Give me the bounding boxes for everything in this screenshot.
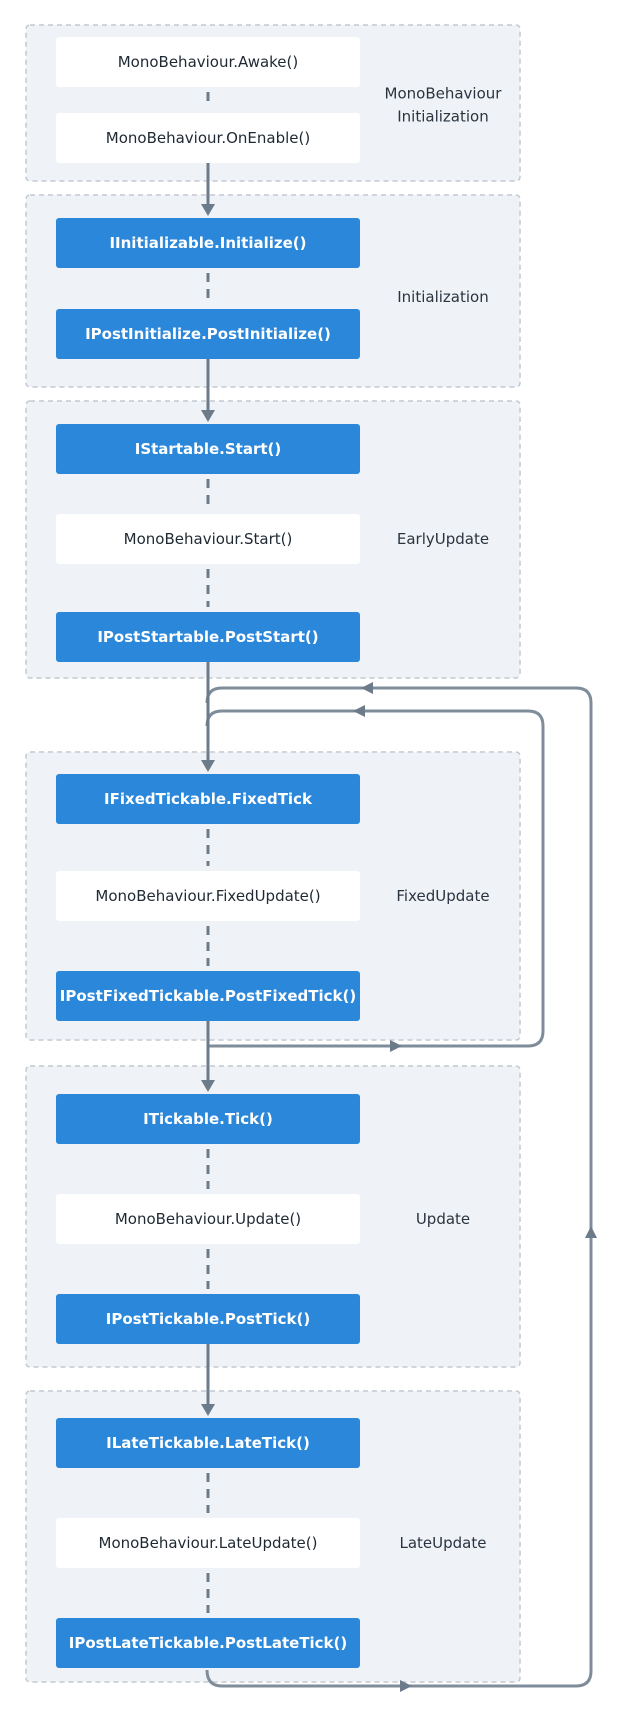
node-label: ITickable.Tick() xyxy=(143,1110,273,1128)
frame-loop-bottom-arrowhead xyxy=(400,1680,412,1692)
node-box xyxy=(56,1194,360,1244)
node-box xyxy=(56,218,360,268)
node-box xyxy=(56,1618,360,1668)
node-label: IPostTickable.PostTick() xyxy=(106,1310,310,1328)
node-box xyxy=(56,774,360,824)
node-monobehaviour-awake: MonoBehaviour.Awake() xyxy=(56,37,360,87)
node-box xyxy=(56,971,360,1021)
node-label: MonoBehaviour.Update() xyxy=(115,1210,301,1228)
node-label: IPostFixedTickable.PostFixedTick() xyxy=(60,987,356,1005)
node-label: IStartable.Start() xyxy=(135,440,282,458)
node-iinitializable-initialize: IInitializable.Initialize() xyxy=(56,218,360,268)
phase-label-update: Update xyxy=(416,1210,470,1228)
node-box xyxy=(56,1094,360,1144)
phase-label-monobehaviour-initialization-line2: Initialization xyxy=(397,108,488,126)
node-label: MonoBehaviour.Start() xyxy=(124,530,293,548)
phase-labels: MonoBehaviourInitializationInitializatio… xyxy=(385,85,503,1553)
node-monobehaviour-start: MonoBehaviour.Start() xyxy=(56,514,360,564)
fixed-loop-top-arrowhead xyxy=(353,705,365,717)
phase-label-fixedupdate: FixedUpdate xyxy=(396,887,489,905)
node-box xyxy=(56,1418,360,1468)
phase-label-initialization: Initialization xyxy=(397,288,488,306)
nodes: MonoBehaviour.Awake() MonoBehaviour.OnEna… xyxy=(56,37,360,1668)
node-label: IPostStartable.PostStart() xyxy=(97,628,318,646)
node-label: IFixedTickable.FixedTick xyxy=(104,790,313,808)
phase-arrowhead xyxy=(201,410,215,422)
node-box xyxy=(56,612,360,662)
phase-label-lateupdate: LateUpdate xyxy=(400,1534,487,1552)
node-monobehaviour-onenable: MonoBehaviour.OnEnable() xyxy=(56,113,360,163)
frame-loop-top-arrowhead xyxy=(361,682,373,694)
node-label: MonoBehaviour.LateUpdate() xyxy=(99,1534,318,1552)
phase-arrowhead xyxy=(201,1080,215,1092)
node-ipostfixedtickable-postfixedtick: IPostFixedTickable.PostFixedTick() xyxy=(56,971,360,1021)
frame-loop-right-arrowhead xyxy=(585,1226,597,1238)
node-monobehaviour-fixedupdate: MonoBehaviour.FixedUpdate() xyxy=(56,871,360,921)
node-istartable-start: IStartable.Start() xyxy=(56,424,360,474)
node-label: ILateTickable.LateTick() xyxy=(106,1434,310,1452)
node-ilatetickable-latetick: ILateTickable.LateTick() xyxy=(56,1418,360,1468)
phase-arrowhead xyxy=(201,204,215,216)
node-ipoststartable-poststart: IPostStartable.PostStart() xyxy=(56,612,360,662)
node-ifixedtickable-fixedtick: IFixedTickable.FixedTick xyxy=(56,774,360,824)
node-monobehaviour-lateupdate: MonoBehaviour.LateUpdate() xyxy=(56,1518,360,1568)
node-ipostlatetickable-postlatetick: IPostLateTickable.PostLateTick() xyxy=(56,1618,360,1668)
node-label: MonoBehaviour.FixedUpdate() xyxy=(95,887,320,905)
fixed-loop-bottom-arrowhead xyxy=(390,1040,402,1052)
frame-loop-arrow xyxy=(205,686,593,1688)
fixed-update-loop-arrow xyxy=(205,709,545,1048)
node-itickable-tick: ITickable.Tick() xyxy=(56,1094,360,1144)
node-label: IPostInitialize.PostInitialize() xyxy=(85,325,331,343)
node-box xyxy=(56,1518,360,1568)
node-label: IInitializable.Initialize() xyxy=(109,234,306,252)
node-label: MonoBehaviour.OnEnable() xyxy=(106,129,310,147)
node-ipostinitialize-postinitialize: IPostInitialize.PostInitialize() xyxy=(56,309,360,359)
node-label: MonoBehaviour.Awake() xyxy=(118,53,299,71)
phase-label-earlyupdate: EarlyUpdate xyxy=(397,530,489,548)
node-box xyxy=(56,309,360,359)
node-box xyxy=(56,514,360,564)
node-box xyxy=(56,37,360,87)
node-box xyxy=(56,871,360,921)
phase-label-monobehaviour-initialization-line1: MonoBehaviour xyxy=(385,85,503,103)
connectors xyxy=(201,92,215,1613)
node-iposttickable-posttick: IPostTickable.PostTick() xyxy=(56,1294,360,1344)
phase-arrowhead xyxy=(201,760,215,772)
node-box xyxy=(56,113,360,163)
node-monobehaviour-update: MonoBehaviour.Update() xyxy=(56,1194,360,1244)
node-box xyxy=(56,1294,360,1344)
node-box xyxy=(56,424,360,474)
node-label: IPostLateTickable.PostLateTick() xyxy=(69,1634,348,1652)
phase-arrowhead xyxy=(201,1404,215,1416)
loop-arrows xyxy=(205,682,597,1692)
